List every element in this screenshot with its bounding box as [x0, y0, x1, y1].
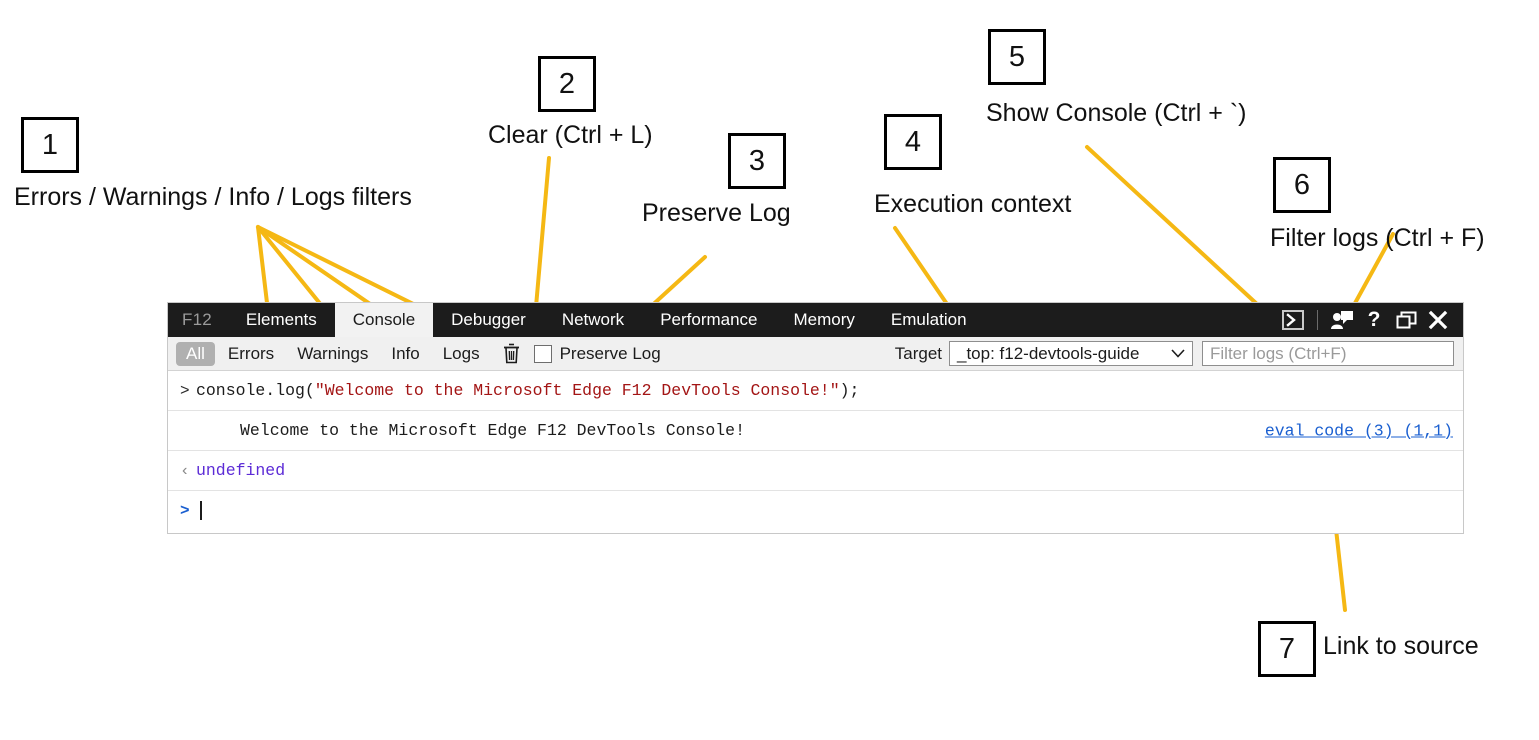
callout-label-4: Execution context	[874, 190, 1072, 218]
source-link[interactable]: eval code (3) (1,1)	[1264, 421, 1453, 440]
console-filter-toolbar: All Errors Warnings Info Logs	[168, 337, 1463, 371]
filter-all-button[interactable]: All	[176, 341, 215, 366]
console-output-area: > console.log("Welcome to the Microsoft …	[168, 371, 1463, 530]
console-result-row[interactable]: ‹ undefined	[168, 451, 1463, 491]
undock-icon[interactable]	[1391, 303, 1421, 337]
console-prompt-row[interactable]: >	[168, 491, 1463, 530]
tabbar-tool-icons: ?	[1278, 303, 1463, 337]
console-result-text: undefined	[196, 461, 286, 480]
callout-label-1: Errors / Warnings / Info / Logs filters	[14, 183, 412, 211]
execution-context-select[interactable]: _top: f12-devtools-guide	[949, 341, 1193, 366]
callout-label-3: Preserve Log	[642, 199, 791, 227]
callout-number-7: 7	[1278, 632, 1296, 665]
preserve-log-label: Preserve Log	[559, 343, 661, 363]
trash-icon[interactable]	[503, 343, 520, 364]
preserve-log-checkbox[interactable]	[533, 344, 552, 363]
tab-console-label: Console	[352, 310, 416, 329]
console-code-suffix: );	[839, 381, 860, 400]
chevron-down-icon	[1171, 349, 1185, 358]
close-icon[interactable]	[1423, 303, 1453, 337]
callout-box-6: 6	[1273, 157, 1331, 213]
filter-errors-label: Errors	[227, 343, 275, 363]
callout-number-2: 2	[558, 67, 576, 100]
callout-box-2: 2	[538, 56, 596, 112]
tab-memory-label: Memory	[793, 310, 855, 329]
tab-debugger-label: Debugger	[451, 310, 526, 329]
feedback-icon[interactable]	[1327, 303, 1357, 337]
filter-logs-label: Logs	[442, 343, 480, 363]
filter-all-label: All	[186, 343, 205, 363]
callout-box-3: 3	[728, 133, 786, 189]
console-input-marker: >	[180, 381, 190, 400]
filter-warnings-button[interactable]: Warnings	[287, 342, 378, 366]
filter-info-button[interactable]: Info	[381, 342, 429, 366]
tab-debugger[interactable]: Debugger	[433, 303, 544, 337]
callout-box-7: 7	[1258, 621, 1316, 677]
tab-emulation[interactable]: Emulation	[873, 303, 985, 337]
devtools-panel: F12 Elements Console Debugger Network Pe…	[167, 302, 1464, 534]
text-caret	[200, 501, 202, 520]
console-code-prefix: console.log(	[196, 381, 315, 400]
tab-network-label: Network	[561, 310, 625, 329]
filter-errors-button[interactable]: Errors	[218, 342, 284, 366]
console-prompt-marker: >	[180, 501, 190, 520]
callout-box-1: 1	[21, 117, 79, 173]
callout-label-5: Show Console (Ctrl + `)	[986, 99, 1247, 127]
leader-line-5	[1085, 145, 1260, 307]
tab-memory[interactable]: Memory	[776, 303, 873, 337]
callout-number-1: 1	[41, 128, 59, 161]
console-input-row[interactable]: > console.log("Welcome to the Microsoft …	[168, 371, 1463, 411]
console-output-text: Welcome to the Microsoft Edge F12 DevToo…	[240, 421, 745, 440]
tab-performance-label: Performance	[660, 310, 758, 329]
callout-label-6: Filter logs (Ctrl + F)	[1270, 224, 1485, 252]
callout-number-3: 3	[748, 144, 766, 177]
filter-logs-button[interactable]: Logs	[433, 342, 490, 366]
help-icon[interactable]: ?	[1359, 303, 1389, 337]
tab-performance[interactable]: Performance	[642, 303, 775, 337]
console-code-string: "Welcome to the Microsoft Edge F12 DevTo…	[314, 381, 840, 400]
target-label: Target	[894, 343, 942, 363]
help-icon-glyph: ?	[1367, 308, 1381, 331]
tab-elements[interactable]: Elements	[228, 303, 335, 337]
devtools-tabbar: F12 Elements Console Debugger Network Pe…	[168, 303, 1463, 337]
callout-label-2: Clear (Ctrl + L)	[488, 121, 653, 149]
filter-info-label: Info	[391, 343, 420, 363]
tab-network[interactable]: Network	[544, 303, 642, 337]
tab-elements-label: Elements	[245, 310, 317, 329]
callout-box-5: 5	[988, 29, 1046, 85]
execution-context-value: _top: f12-devtools-guide	[957, 343, 1140, 363]
tabbar-spacer	[985, 303, 1278, 337]
filter-logs-input[interactable]	[1202, 341, 1454, 366]
callout-label-7: Link to source	[1323, 632, 1479, 660]
callout-number-4: 4	[904, 125, 922, 158]
console-output-row[interactable]: Welcome to the Microsoft Edge F12 DevToo…	[168, 411, 1463, 451]
f12-brand-label: F12	[182, 310, 212, 329]
tab-console[interactable]: Console	[334, 303, 434, 337]
callout-box-4: 4	[884, 114, 942, 170]
tabbar-divider	[1317, 310, 1318, 330]
tab-emulation-label: Emulation	[890, 310, 967, 329]
console-result-marker: ‹	[180, 461, 190, 480]
callout-number-6: 6	[1293, 168, 1311, 201]
show-console-icon[interactable]	[1278, 303, 1308, 337]
callout-number-5: 5	[1008, 40, 1026, 73]
filter-warnings-label: Warnings	[297, 343, 369, 363]
